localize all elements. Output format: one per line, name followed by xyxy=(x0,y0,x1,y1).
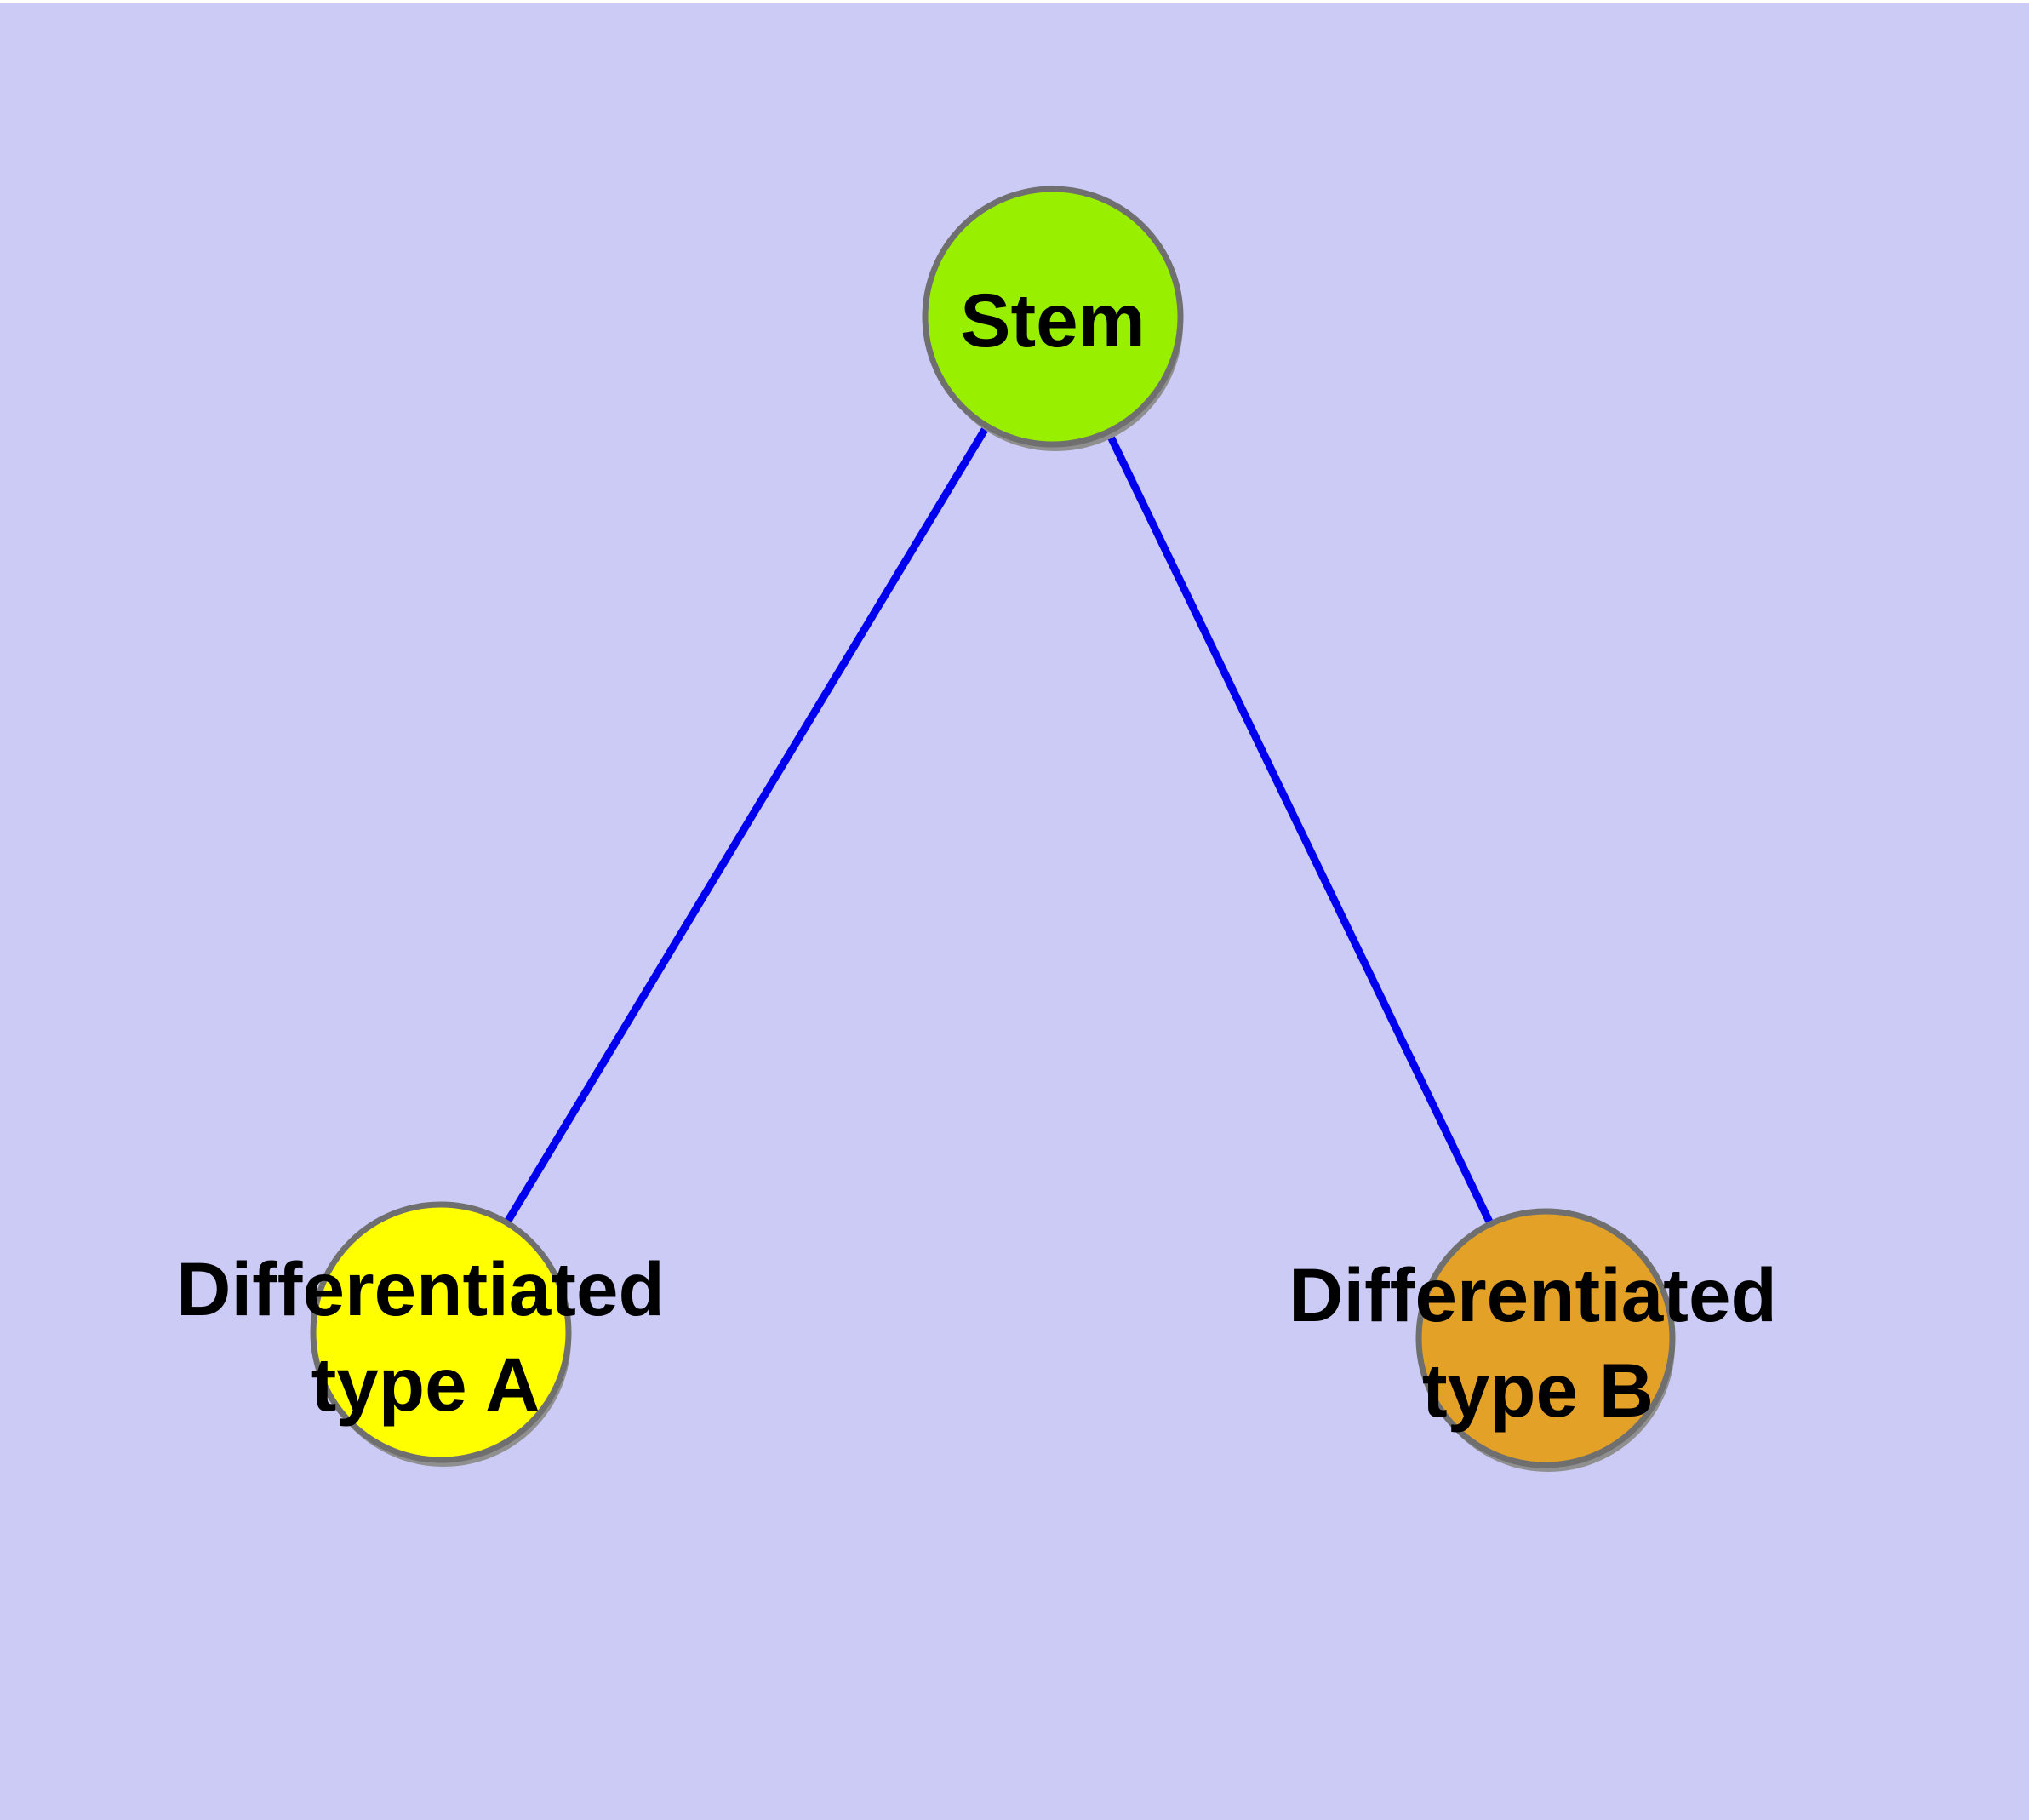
node-type-b-label-line2: type B xyxy=(1422,1348,1654,1433)
node-stem xyxy=(922,186,1184,451)
node-type-b-label-line1: Differentiated xyxy=(1289,1252,1777,1337)
node-type-a-circle xyxy=(310,1201,572,1463)
node-type-b-label: Differentiated type B xyxy=(1289,1252,1777,1433)
top-border-strip xyxy=(0,0,2029,3)
edge-stem-to-type-a xyxy=(437,314,1056,1335)
node-type-a-label-line1: Differentiated xyxy=(176,1246,665,1331)
node-differentiated-type-a xyxy=(310,1201,572,1467)
node-stem-circle xyxy=(922,186,1184,448)
node-type-b-circle xyxy=(1415,1208,1676,1468)
node-type-a-label: Differentiated type A xyxy=(176,1246,665,1427)
edge-stem-to-type-b xyxy=(1049,315,1550,1340)
node-differentiated-type-b xyxy=(1415,1208,1676,1472)
node-type-a-label-line2: type A xyxy=(311,1342,540,1427)
node-stem-label: Stem xyxy=(960,278,1146,363)
